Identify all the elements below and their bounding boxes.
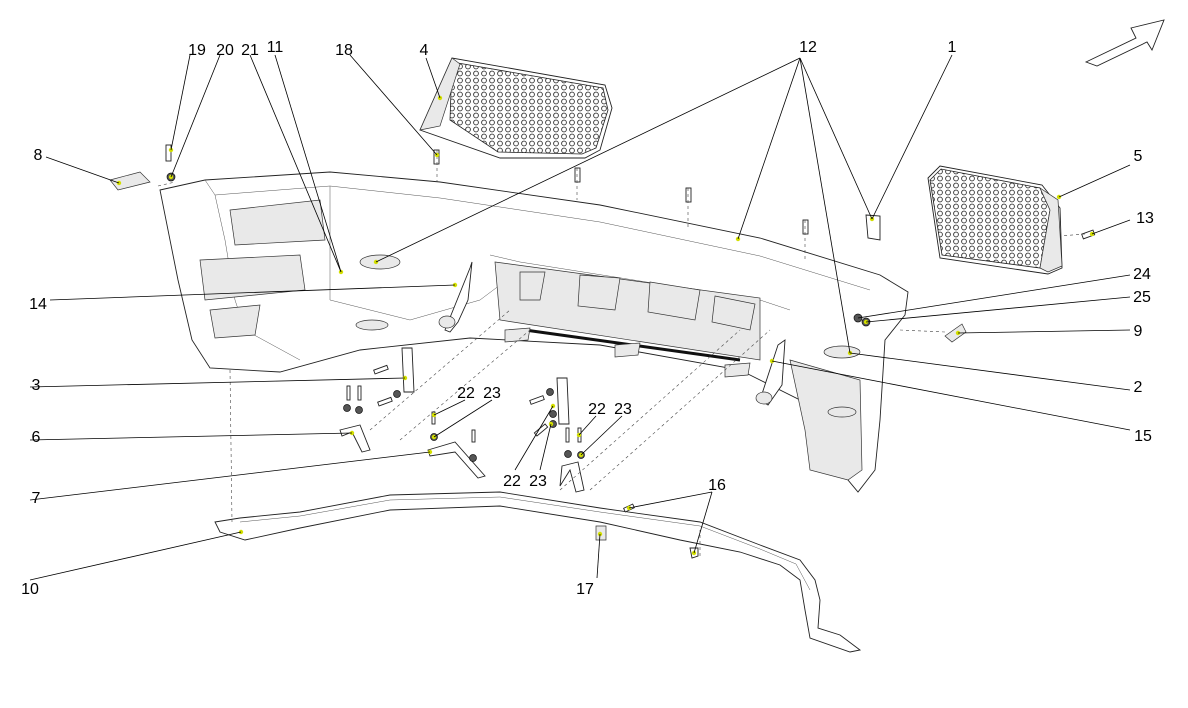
bracket-hardware-left — [339, 347, 486, 479]
lower-spoiler — [214, 491, 862, 653]
callout-23-bottom: 23 — [529, 473, 547, 490]
callout-16: 16 — [708, 477, 726, 494]
callout-25: 25 — [1133, 289, 1151, 306]
callout-labels: 1 2 3 4 5 6 7 8 9 10 11 12 13 14 15 16 1… — [21, 39, 1154, 598]
callout-9: 9 — [1134, 323, 1143, 340]
grille-left — [419, 57, 613, 159]
callout-19: 19 — [188, 42, 206, 59]
callout-10: 10 — [21, 581, 39, 598]
leader-lines — [29, 54, 1131, 581]
callout-24: 24 — [1133, 266, 1151, 283]
callout-14: 14 — [29, 296, 47, 313]
bumper-body — [159, 171, 909, 493]
callout-8: 8 — [34, 147, 43, 164]
callout-12: 12 — [799, 39, 817, 56]
callout-11: 11 — [267, 39, 284, 56]
callout-23-left: 23 — [483, 385, 501, 402]
callout-5: 5 — [1134, 148, 1143, 165]
fastener-group-top-left — [109, 144, 176, 191]
callout-22-bottom: 22 — [503, 473, 521, 490]
callout-22-left: 22 — [457, 385, 475, 402]
assembly-lines — [157, 150, 1086, 556]
callout-3: 3 — [32, 377, 41, 394]
callout-23-right: 23 — [614, 401, 632, 418]
callout-1: 1 — [948, 39, 957, 56]
callout-21: 21 — [241, 42, 259, 59]
callout-18: 18 — [335, 42, 353, 59]
bracket-right — [755, 339, 786, 406]
callout-13: 13 — [1136, 210, 1154, 227]
direction-arrow-icon — [1084, 19, 1165, 67]
callout-7: 7 — [32, 490, 41, 507]
callout-22-right: 22 — [588, 401, 606, 418]
bracket-left — [438, 261, 473, 333]
callout-17: 17 — [576, 581, 594, 598]
callout-4: 4 — [420, 42, 429, 59]
callout-15: 15 — [1134, 428, 1152, 445]
callout-2: 2 — [1134, 379, 1143, 396]
grille-right — [927, 165, 1063, 275]
callout-20: 20 — [216, 42, 234, 59]
callout-6: 6 — [32, 429, 41, 446]
bolts-top — [433, 149, 881, 241]
